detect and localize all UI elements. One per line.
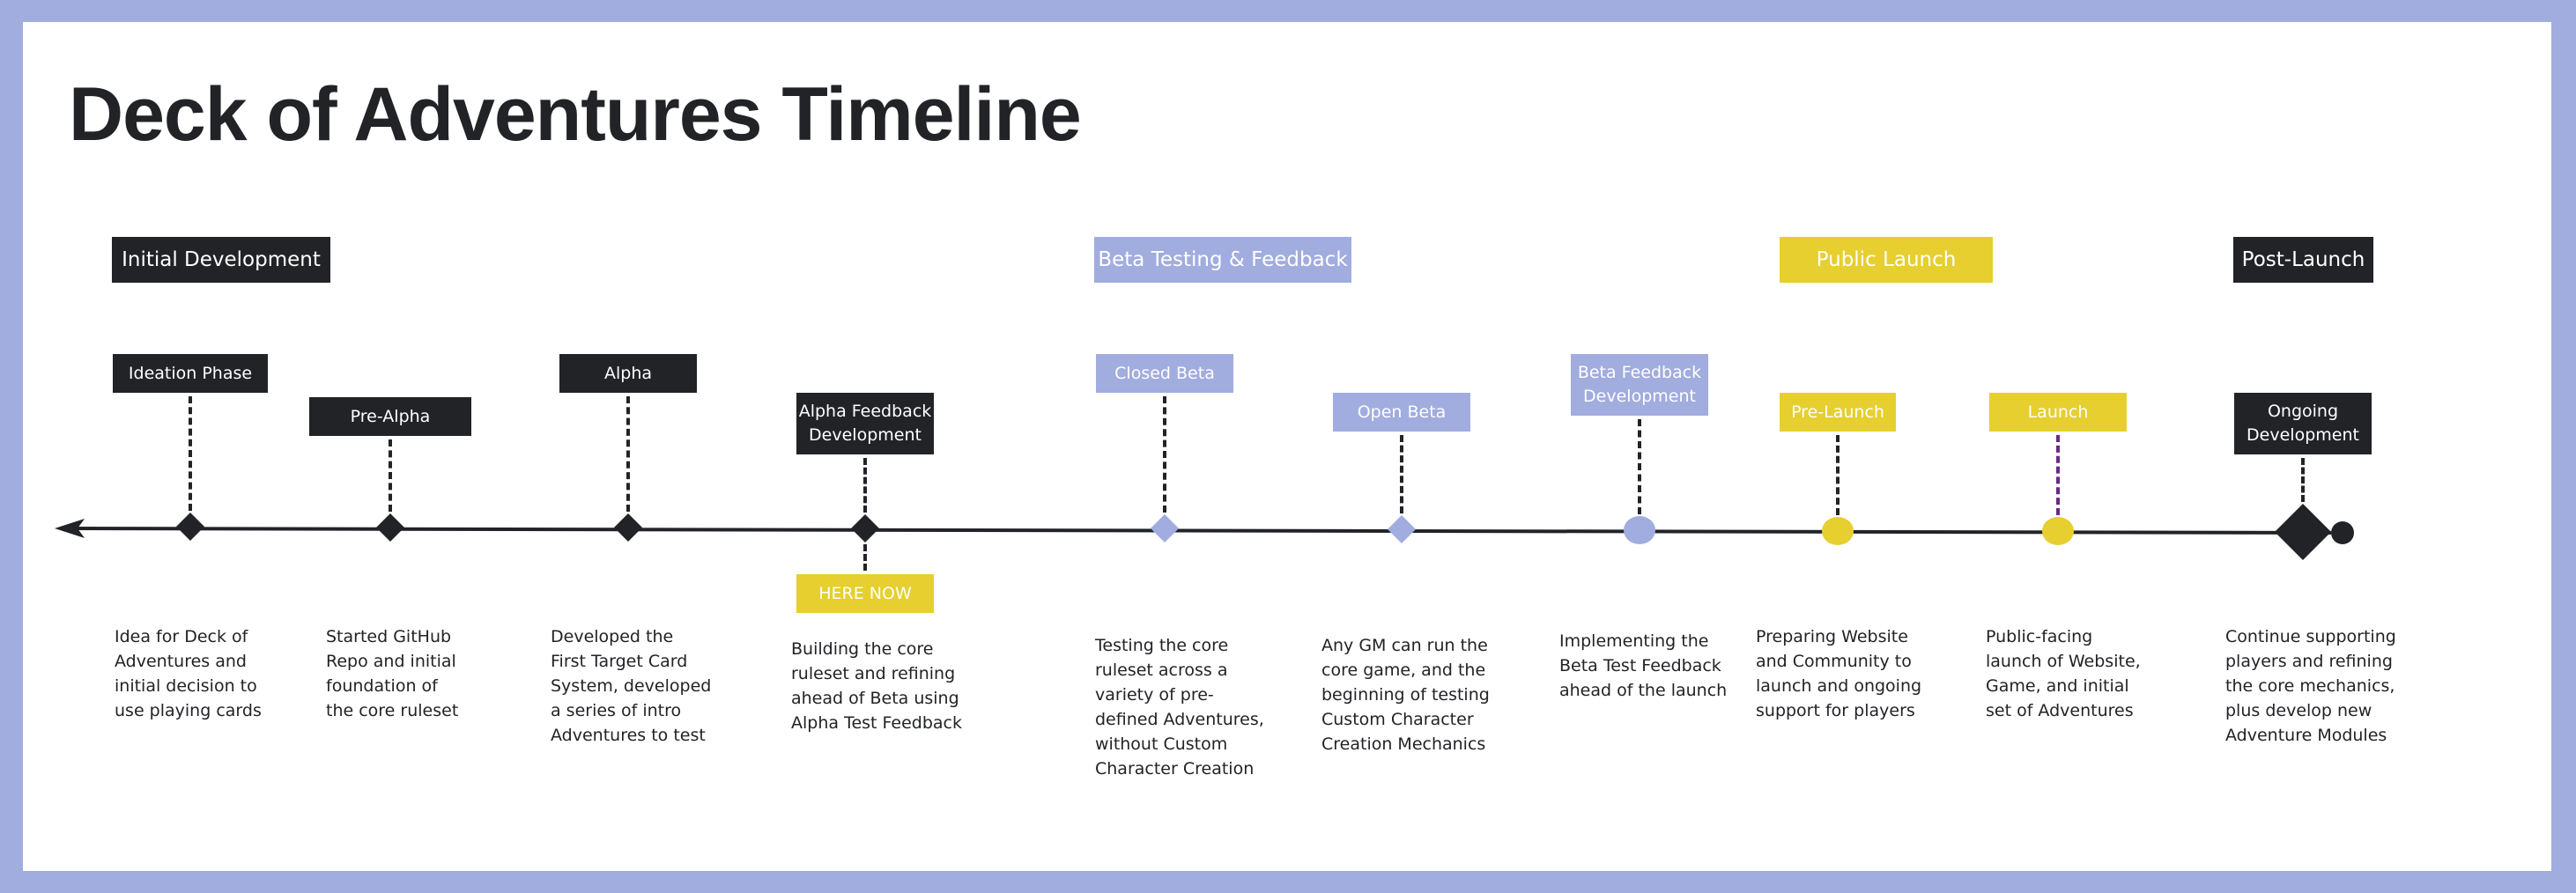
- phase-beta-testing-feedback: Beta Testing & Feedback: [1094, 237, 1351, 283]
- connector-line: [189, 396, 192, 511]
- connector-line: [1400, 435, 1403, 513]
- timeline-canvas: Deck of Adventures Timeline Initial Deve…: [23, 22, 2551, 871]
- milestone-marker: [614, 513, 642, 542]
- milestone-description: Implementing the Beta Test Feedback ahea…: [1559, 631, 1728, 700]
- milestone-description: Continue supporting players and refining…: [2225, 627, 2396, 745]
- milestone-marker: [2042, 517, 2074, 545]
- connector-line: [1163, 396, 1166, 513]
- phase-public-launch: Public Launch: [1780, 237, 1993, 283]
- milestone-pre-alpha: Pre-Alpha: [309, 397, 471, 436]
- milestone-description: Any GM can run the core game, and the be…: [1321, 636, 1490, 754]
- milestone-description: Preparing Website and Community to launc…: [1756, 627, 1922, 720]
- milestone-description: Building the core ruleset and refining a…: [791, 639, 962, 733]
- milestone-description: Idea for Deck of Adventures and initial …: [115, 627, 262, 720]
- connector-line: [1836, 435, 1839, 515]
- phase-post-launch: Post-Launch: [2233, 237, 2373, 283]
- timeline-axis: [55, 504, 2354, 560]
- phase-initial-development: Initial Development: [112, 237, 330, 283]
- arrow-left-icon: [55, 519, 85, 538]
- page-title: Deck of Adventures Timeline: [69, 72, 1082, 157]
- connector-line: [2301, 458, 2305, 502]
- milestone-marker: [2275, 504, 2331, 560]
- milestone-description: Testing the core ruleset across a variet…: [1095, 636, 1264, 779]
- milestone-ideation-phase: Ideation Phase: [113, 354, 268, 393]
- milestone-description: Developed the First Target Card System, …: [551, 627, 712, 745]
- milestone-alpha: Alpha: [559, 354, 697, 393]
- milestone-marker: [176, 513, 204, 541]
- milestone-description: Public-facing launch of Website, Game, a…: [1986, 627, 2141, 720]
- milestone-beta-feedback-development: Beta Feedback Development: [1571, 354, 1708, 416]
- connector-line: [1638, 419, 1641, 514]
- connector-line: [626, 396, 630, 512]
- milestone-alpha-feedback-development: Alpha Feedback Development: [796, 393, 934, 454]
- milestone-ongoing-development: Ongoing Development: [2234, 393, 2372, 454]
- connector-line: [389, 439, 392, 512]
- axis-end-dot: [2331, 521, 2354, 544]
- axis-line: [55, 519, 2354, 544]
- milestone-marker: [1624, 516, 1655, 544]
- connector-line: [863, 544, 867, 571]
- milestone-closed-beta: Closed Beta: [1096, 354, 1233, 393]
- milestone-launch: Launch: [1989, 393, 2127, 432]
- milestone-marker: [851, 514, 879, 542]
- milestone-marker: [1151, 514, 1179, 542]
- connector-line: [2056, 435, 2060, 515]
- milestone-marker: [1822, 517, 1854, 545]
- milestone-description: Started GitHub Repo and initial foundati…: [326, 627, 459, 720]
- here-now-badge: HERE NOW: [796, 574, 934, 613]
- milestone-pre-launch: Pre-Launch: [1780, 393, 1896, 432]
- milestone-open-beta: Open Beta: [1333, 393, 1470, 432]
- milestone-marker: [376, 513, 404, 542]
- connector-line: [863, 458, 867, 513]
- milestone-marker: [1388, 515, 1416, 543]
